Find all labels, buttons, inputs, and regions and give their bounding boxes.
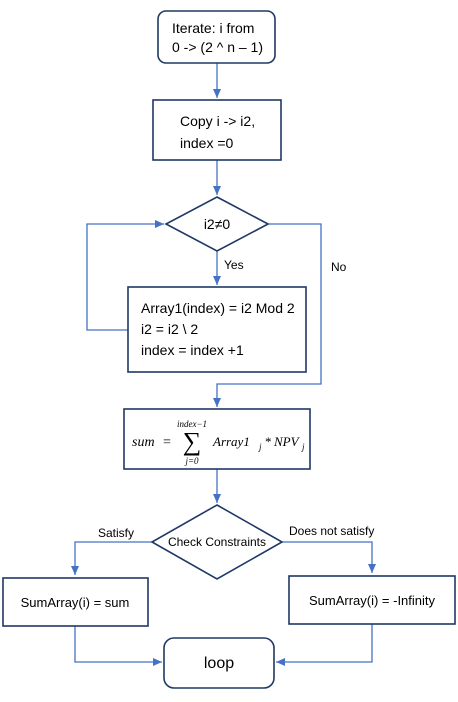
- arrow-decision-no: [213, 223, 322, 407]
- sum-formula-upper-limit: index−1: [177, 419, 207, 429]
- array-update-line1: Array1(index) = i2 Mod 2: [141, 300, 295, 316]
- sum-formula-lower-limit: j=0: [184, 456, 199, 466]
- connectors: [71, 63, 376, 666]
- sum-formula-sub-b: j: [301, 442, 305, 452]
- array-update-node: Array1(index) = i2 Mod 2 i2 = i2 \ 2 ind…: [127, 286, 307, 373]
- sum-array-fail-node: SumArray(i) = -Infinity: [288, 575, 456, 625]
- arrow-loop-back: [86, 220, 164, 331]
- sum-array-ok-label: SumArray(i) = sum: [21, 595, 130, 610]
- copy-node-line1: Copy i -> i2,: [180, 113, 255, 129]
- array-update-line3: index = index +1: [141, 342, 244, 358]
- loop-node: loop: [163, 637, 275, 689]
- sum-formula-equals: =: [163, 435, 171, 450]
- decision-i2-label: i2≠0: [204, 216, 231, 232]
- start-node: Iterate: i from 0 -> (2 ^ n – 1): [157, 10, 276, 64]
- arrow-ok-to-loop: [74, 626, 162, 666]
- sum-formula-node: sum = index−1 ∑ j=0 Array1 j * NPV j: [123, 408, 311, 470]
- copy-node-line2: index =0: [180, 135, 234, 151]
- sum-formula-term-b: NPV: [273, 434, 301, 449]
- decision-i2-node: i2≠0: [164, 196, 270, 252]
- edge-label-no: No: [331, 260, 347, 274]
- sum-array-ok-node: SumArray(i) = sum: [2, 577, 149, 627]
- check-constraints-label: Check Constraints: [168, 535, 266, 549]
- copy-node: Copy i -> i2, index =0: [152, 99, 282, 161]
- loop-label: loop: [204, 655, 234, 672]
- arrow-check-not-satisfy: [282, 541, 376, 573]
- edge-label-satisfy: Satisfy: [98, 526, 134, 540]
- edge-label-yes: Yes: [224, 258, 244, 272]
- start-node-line1: Iterate: i from: [172, 20, 254, 36]
- arrow-check-satisfy: [71, 541, 152, 575]
- sum-formula-sigma: ∑: [183, 427, 202, 456]
- start-node-line2: 0 -> (2 ^ n – 1): [172, 39, 263, 55]
- sum-formula-term-a: Array1: [212, 434, 250, 449]
- sum-formula-times: *: [265, 434, 272, 449]
- check-constraints-node: Check Constraints: [150, 504, 284, 580]
- edge-label-not-satisfy: Does not satisfy: [289, 524, 374, 538]
- array-update-line2: i2 = i2 \ 2: [141, 321, 198, 337]
- sum-formula-sub-a: j: [258, 442, 262, 452]
- sum-formula-lhs: sum: [132, 435, 155, 450]
- arrow-fail-to-loop: [276, 624, 373, 666]
- sum-array-fail-label: SumArray(i) = -Infinity: [309, 593, 436, 608]
